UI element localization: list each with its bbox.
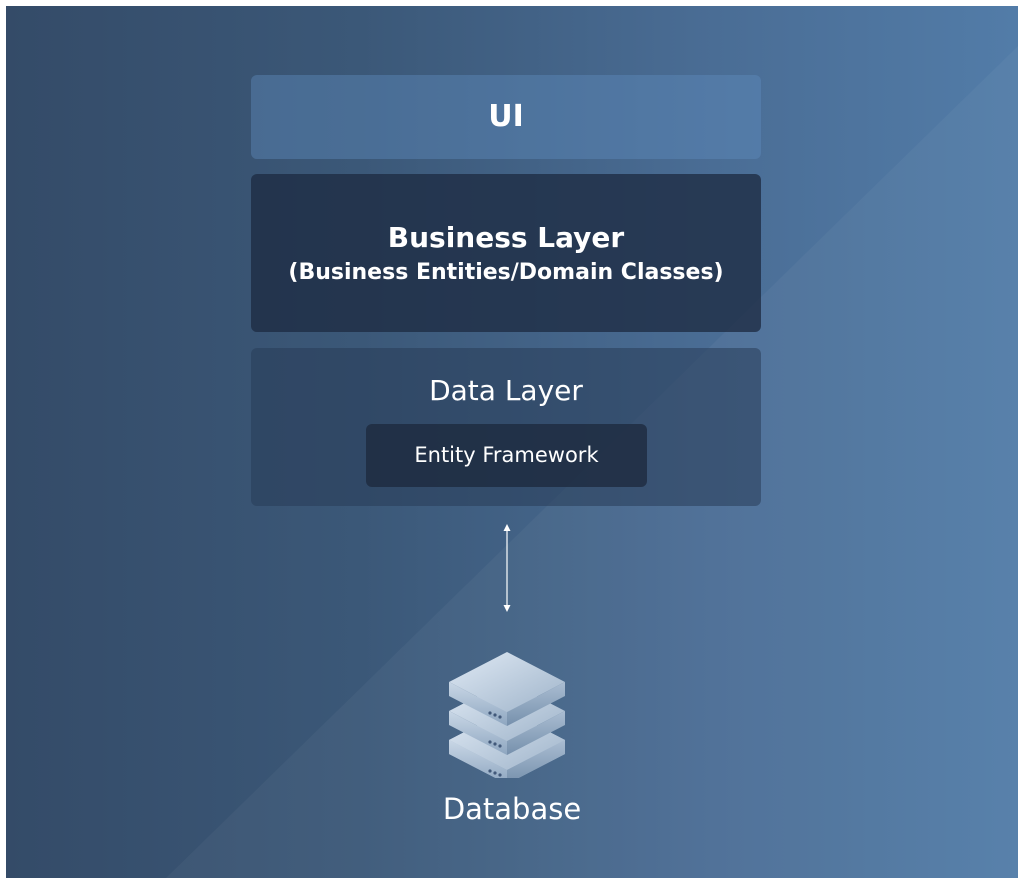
ui-layer: UI <box>251 75 761 159</box>
business-layer: Business Layer (Business Entities/Domain… <box>251 174 761 332</box>
database-label: Database <box>442 792 582 826</box>
data-layer: Data Layer Entity Framework <box>251 348 761 506</box>
entity-framework-box: Entity Framework <box>366 424 647 487</box>
data-layer-title: Data Layer <box>429 374 583 407</box>
double-arrow-icon <box>503 524 511 612</box>
business-layer-subtitle: (Business Entities/Domain Classes) <box>288 260 724 285</box>
business-layer-title: Business Layer <box>387 221 625 254</box>
server-stack-icon <box>449 652 565 778</box>
ui-layer-title: UI <box>488 99 524 134</box>
architecture-diagram: UI Business Layer (Business Entities/Dom… <box>6 6 1018 878</box>
